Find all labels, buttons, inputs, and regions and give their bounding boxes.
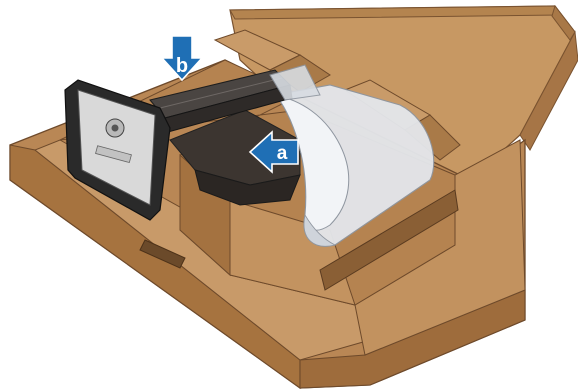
callout-a-label: a <box>277 143 288 164</box>
callout-b-label: b <box>176 55 188 77</box>
